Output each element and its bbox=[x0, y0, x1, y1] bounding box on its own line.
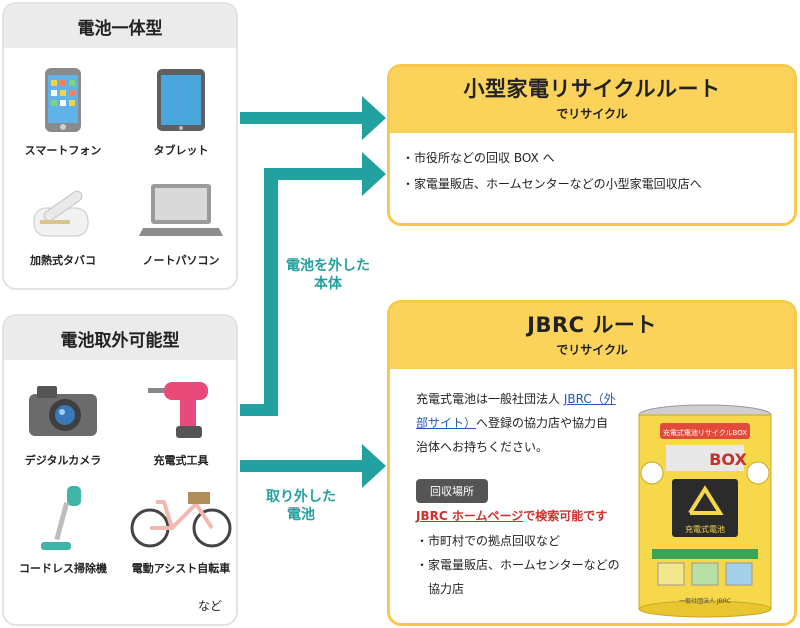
body-label-line1: 電池を外した bbox=[286, 258, 370, 274]
integrated-panel-title: 電池一体型 bbox=[4, 4, 236, 48]
device-cordless-vacuum: コードレス掃除機 bbox=[4, 482, 122, 576]
jbrc-text-before: 充電式電池は一般社団法人 bbox=[416, 392, 564, 406]
electric-bicycle-icon bbox=[130, 492, 232, 548]
can-center-label: 充電式電池 bbox=[685, 524, 725, 534]
arrow-body-to-small-route bbox=[240, 152, 386, 416]
cordless-vacuum-icon bbox=[41, 486, 81, 550]
can-top-text: 充電式電池リサイクルBOX bbox=[663, 428, 747, 437]
jbrc-homepage-line: JBRC ホームページで検索可能です bbox=[416, 507, 607, 524]
jbrc-homepage-suffix: で検索可能です bbox=[523, 509, 608, 523]
list-item: 市役所などの回収 BOX へ bbox=[414, 145, 794, 171]
body-label-line2: 本体 bbox=[314, 276, 342, 292]
jbrc-location-list: 市町村での拠点回収など 家電量販店、ホームセンターなどの協力店 bbox=[416, 529, 626, 601]
device-power-tool: 充電式工具 bbox=[122, 374, 236, 468]
device-smartphone: スマートフォン bbox=[4, 64, 122, 158]
power-drill-icon bbox=[148, 382, 208, 438]
device-label: 電動アシスト自転車 bbox=[131, 562, 231, 575]
collection-location-badge: 回収場所 bbox=[416, 479, 488, 503]
device-electric-bicycle: 電動アシスト自転車 bbox=[122, 482, 236, 576]
can-box-text: BOX bbox=[709, 450, 747, 469]
device-label: 充電式工具 bbox=[153, 454, 209, 467]
device-label: タブレット bbox=[153, 144, 209, 157]
arrow-battery-to-jbrc-route bbox=[240, 444, 386, 488]
removable-battery-panel: 電池取外可能型 デジタルカメラ 充電式工具 bbox=[2, 314, 238, 626]
small-route-list: 市役所などの回収 BOX へ 家電量販店、ホームセンターなどの小型家電回収店へ bbox=[390, 133, 794, 197]
heated-tobacco-icon bbox=[33, 190, 89, 237]
jbrc-route-box: JBRC ルート でリサイクル 充電式電池は一般社団法人 JBRC（外部サイト）… bbox=[387, 300, 797, 626]
small-route-title: 小型家電リサイクルルート bbox=[463, 77, 721, 101]
camera-icon bbox=[29, 386, 97, 436]
removable-panel-title: 電池取外可能型 bbox=[4, 316, 236, 360]
body-arrow-label: 電池を外した 本体 bbox=[286, 257, 370, 293]
device-label: スマートフォン bbox=[24, 144, 102, 157]
jbrc-route-subtitle: でリサイクル bbox=[556, 343, 628, 357]
list-item: 家電量販店、ホームセンターなどの協力店 bbox=[416, 553, 626, 601]
recycle-icon bbox=[688, 485, 724, 515]
battery-arrow-label: 取り外した 電池 bbox=[266, 488, 336, 524]
recycle-box-can: 充電式電池リサイクルBOX BOX 充電式電池 一般社団法人 JBRC bbox=[638, 404, 772, 618]
device-digital-camera: デジタルカメラ bbox=[4, 374, 122, 468]
list-item: 市町村での拠点回収など bbox=[416, 529, 626, 553]
tablet-icon bbox=[157, 69, 205, 131]
can-maker: 一般社団法人 JBRC bbox=[679, 597, 731, 605]
device-label: コードレス掃除機 bbox=[19, 562, 107, 575]
device-laptop: ノートパソコン bbox=[122, 174, 236, 268]
device-label: デジタルカメラ bbox=[24, 454, 102, 467]
smartphone-icon bbox=[45, 68, 81, 132]
arrow-integrated-to-small-route bbox=[240, 96, 386, 140]
integrated-battery-panel: 電池一体型 スマートフォン タブレット bbox=[2, 2, 238, 290]
device-heated-tobacco: 加熱式タバコ bbox=[4, 174, 122, 268]
jbrc-homepage-link[interactable]: JBRC ホームページ bbox=[416, 509, 524, 523]
list-item: 家電量販店、ホームセンターなどの小型家電回収店へ bbox=[414, 171, 794, 197]
device-tablet: タブレット bbox=[122, 64, 236, 158]
laptop-icon bbox=[139, 184, 223, 236]
small-appliance-route-box: 小型家電リサイクルルート でリサイクル 市役所などの回収 BOX へ 家電量販店… bbox=[387, 64, 797, 226]
battery-label-line2: 電池 bbox=[287, 507, 315, 523]
small-route-subtitle: でリサイクル bbox=[556, 107, 628, 121]
jbrc-external-link[interactable]: JBRC（外部サイト） bbox=[416, 392, 616, 430]
device-label: 加熱式タバコ bbox=[30, 254, 96, 267]
jbrc-description: 充電式電池は一般社団法人 JBRC（外部サイト）へ登録の協力店や協力自治体へお持… bbox=[416, 387, 616, 459]
etc-note: など bbox=[197, 599, 222, 613]
jbrc-text-after: へ登録の協力店や協力自治体へお持ちください。 bbox=[416, 416, 609, 454]
battery-label-line1: 取り外した bbox=[266, 489, 336, 505]
jbrc-route-title: JBRC ルート bbox=[527, 313, 657, 337]
device-label: ノートパソコン bbox=[142, 254, 220, 267]
